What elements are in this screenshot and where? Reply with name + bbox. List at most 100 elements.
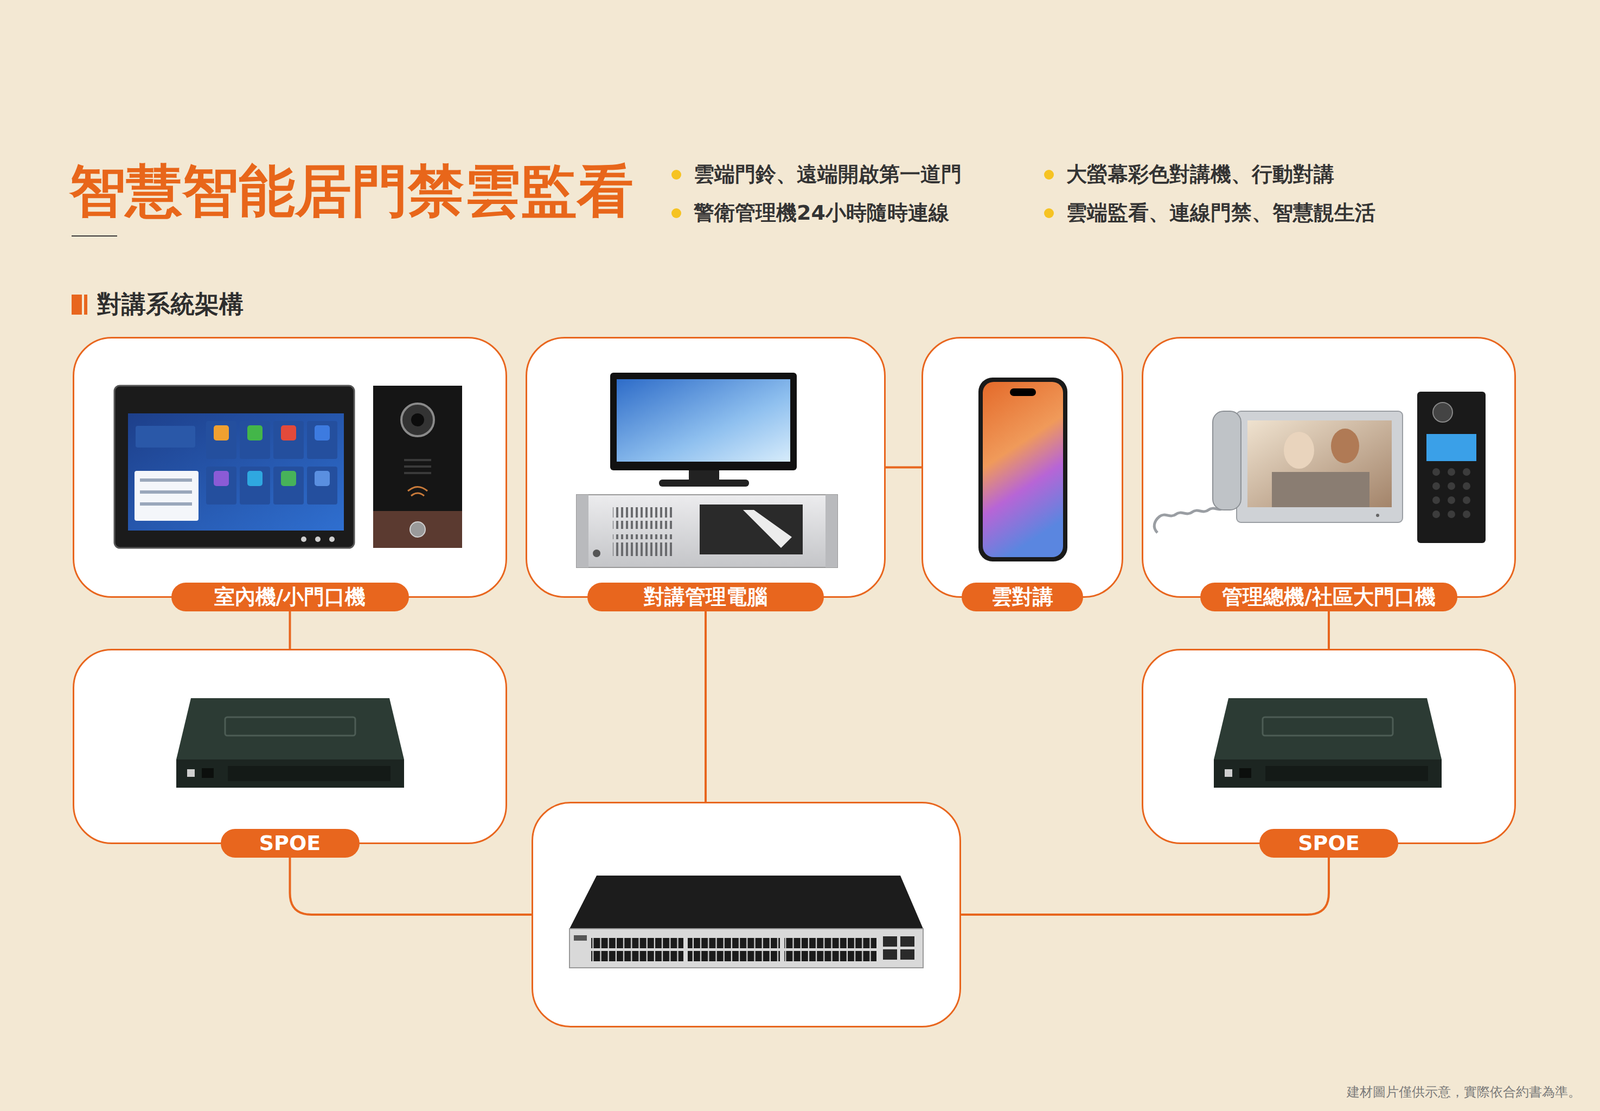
tablet-button [329,536,335,542]
station-grille [404,465,432,468]
switch-sfp [882,936,898,947]
node-label: 室內機/小門口機 [171,582,409,612]
heading-bar [71,294,82,315]
switch-sfp [882,949,898,960]
station-button [410,521,426,537]
rack-door [699,504,803,555]
rack-case [576,494,838,568]
photo-figure [1271,471,1370,508]
title-rule [71,235,118,237]
box-ground [525,336,886,598]
connector-line [704,597,707,802]
phone-island [1009,388,1036,396]
monitor-screen [616,379,791,462]
lobby-display [1426,433,1477,462]
node-label: SPOE [220,828,360,858]
feature-bullet: 雲端監看、連線門禁、智慧靚生活 [1066,199,1376,227]
device-box: 管理總機/社區大門口機 [1141,336,1516,598]
station-body [373,385,463,548]
door-station-illustration [373,385,463,548]
box-ground [531,801,962,1028]
monitor-frame [610,372,797,471]
master-station-illustration [1154,391,1486,543]
tablet-tile [273,420,304,459]
handset-cord [1154,507,1225,533]
lobby-panel [1417,391,1486,543]
tablet-tile [206,466,237,505]
rack-power [592,549,601,558]
photo-figure [1330,428,1360,464]
box-ground [921,336,1124,598]
station-card-mark [407,487,428,497]
monitor-led [1376,513,1380,517]
core-switch-box [531,801,962,1028]
switch-ports [784,935,877,962]
switch-ports [591,935,684,962]
box-grounds [72,336,1516,1028]
tablet-icon [280,470,297,486]
lobby-camera [1432,402,1453,422]
core-switch-illustration [569,875,924,968]
feature-bullet: 警衛管理機24小時隨時連線 [693,199,950,227]
tablet-clock [135,425,196,448]
node-label: 雲對講 [961,582,1084,612]
tablet-tile [239,466,271,505]
tablet-button [315,536,321,542]
tablet-tile [273,466,304,505]
tablet-icon [247,425,263,441]
station-base [373,510,463,548]
tablet-icon [314,470,330,486]
bullet-dot [671,208,682,219]
bullet-dot [1044,208,1054,219]
tablet-icon [247,470,263,486]
tablet-icon [280,425,297,441]
switch-sfp [900,936,915,947]
switch-top [569,875,924,929]
device-box: 室內機/小門口機 [72,336,508,598]
device-box: 對講管理電腦 [525,336,886,598]
station-grille [404,471,432,475]
tablet-tile [306,420,338,459]
tablet-line [139,502,192,506]
handset [1212,411,1241,510]
section-heading: 對講系統架構 [97,288,244,321]
node-label: 管理總機/社區大門口機 [1200,582,1458,612]
connector-line [885,466,922,469]
bullet-dot [671,169,682,180]
monitor-base [658,479,750,487]
station-grille [404,458,432,462]
tablet-screen [128,413,344,531]
node-label: 對講管理電腦 [587,582,824,612]
phone-body [978,377,1068,562]
page-title: 智慧智能居門禁雲監看 [69,157,634,226]
poe-switch-illustration [176,698,405,788]
bullet-dot [1044,169,1054,180]
tablet-line [139,478,192,482]
switch-front [569,928,924,968]
phone-illustration [978,377,1068,562]
box-ground [72,648,508,844]
monitor-screen [1247,420,1392,508]
tablet-line [139,490,192,494]
photo-figure [1283,431,1315,469]
feature-bullet: 大螢幕彩色對講機、行動對講 [1066,161,1335,188]
rack-ear [825,494,838,568]
node-label: SPOE [1259,828,1399,858]
tablet-button [301,536,307,542]
tablet-tile [206,420,237,459]
indoor-monitor-illustration [114,385,355,548]
feature-bullet: 雲端門鈴、遠端開啟第一道門 [693,161,962,188]
computer-illustration [576,372,838,568]
box-ground [1141,336,1516,598]
lobby-keypad [1432,468,1471,518]
device-box: 雲對講 [921,336,1124,598]
switch-ports [687,935,780,962]
box-ground [72,336,508,598]
rack-vent [612,534,673,556]
tablet-panel [134,470,199,521]
monitor-frame [1236,411,1403,523]
heading-bar [84,294,88,315]
rack-ear [576,494,589,568]
switch-sfp [900,949,915,960]
